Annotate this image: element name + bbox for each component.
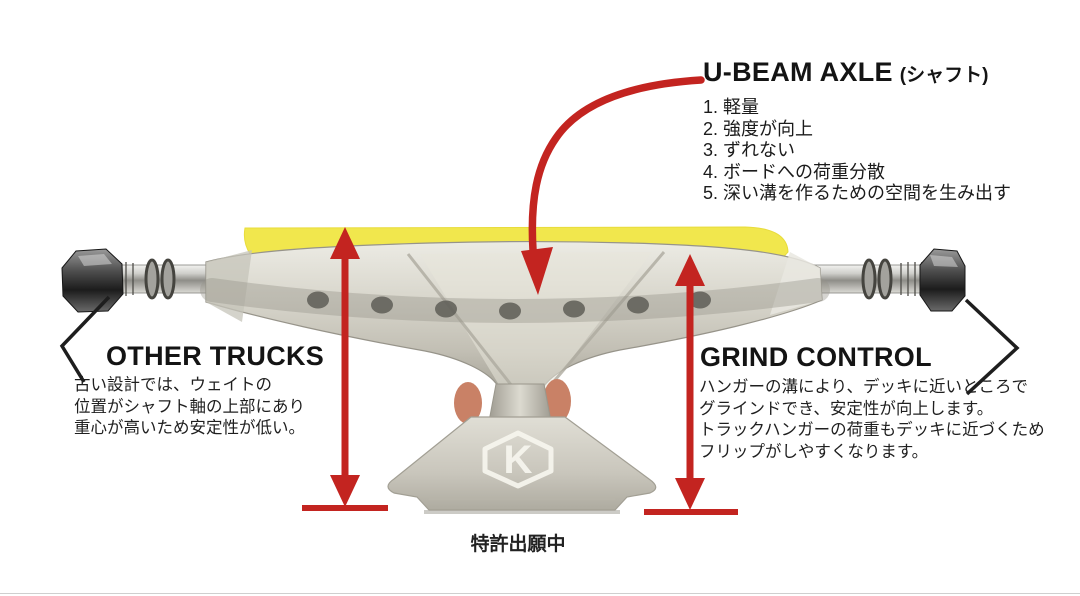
left-chevron-pointer: [59, 295, 111, 383]
axle-nut-left-facet: [78, 254, 112, 266]
ubeam-title: U-BEAM AXLE: [703, 57, 893, 87]
grind-control-line: トラックハンガーの荷重もデッキに近づくため: [699, 421, 1045, 439]
other-trucks-line: 重心が高いため安定性が低い。: [74, 419, 305, 437]
left-measure-head-up: [330, 227, 360, 259]
axle-speed-rings-right: [861, 258, 893, 300]
hanger-ridge-left: [406, 253, 514, 387]
grind-control-title: GRIND CONTROL: [700, 342, 932, 372]
hanger: [200, 240, 830, 399]
bushing-left: [454, 382, 482, 424]
right-measure-head-up: [675, 254, 705, 286]
patent-pending-label: 特許出願中: [470, 534, 566, 555]
other-trucks-line: 古い設計では、ウェイトの: [74, 376, 272, 394]
hanger-ridge-right: [548, 251, 666, 387]
curved-arrow: [521, 76, 705, 295]
hanger-left-facet: [206, 250, 252, 322]
grind-control-line: フリップがしやすくなります。: [699, 442, 929, 461]
axle-nut-right-facet: [930, 255, 958, 267]
baseplate-shadow: [424, 510, 620, 514]
hanger-right-facet: [770, 252, 822, 315]
right-measure-head-down: [675, 478, 705, 510]
bottom-edge-line: [0, 593, 1080, 594]
ubeam-feature-item: 5. 深い溝を作るための空間を生み出す: [703, 183, 1012, 203]
ubeam-feature-list: 1. 軽量 2. 強度が向上 3. ずれない 4. ボードへの荷重分散 5. 深…: [703, 97, 1011, 205]
left-measure-arrow: [302, 227, 388, 511]
right-chevron-pointer: [964, 298, 1020, 396]
kingpin-and-baseplate: K: [387, 379, 657, 514]
brand-logo-hexagon: [482, 430, 554, 489]
hanger-center-sheen: [420, 252, 652, 390]
grind-control-line: グラインドでき、安定性が向上します。: [699, 399, 994, 418]
ubeam-subtitle: (シャフト): [899, 65, 989, 86]
other-trucks-title: OTHER TRUCKS: [106, 341, 325, 371]
ubeam-feature-item: 4. ボードへの荷重分散: [703, 161, 886, 182]
curved-arrow-head: [521, 247, 553, 295]
hanger-holes: [307, 291, 711, 320]
bushing-right: [543, 379, 571, 423]
other-trucks-body: 古い設計では、ウェイトの 位置がシャフト軸の上部にあり 重心が高いため安定性が低…: [74, 375, 305, 440]
ubeam-feature-item: 1. 軽量: [703, 97, 760, 117]
ubeam-callout: U-BEAM AXLE (シャフト) 1. 軽量 2. 強度が向上 3. ずれな…: [703, 57, 1011, 205]
axle-speed-rings-left: [144, 258, 176, 300]
right-measure-arrow: [644, 254, 738, 515]
grind-control-body: ハンガーの溝により、デッキに近いところで グラインドでき、安定性が向上します。 …: [699, 377, 1045, 463]
ubeam-feature-item: 3. ずれない: [703, 140, 796, 160]
grind-control-line: ハンガーの溝により、デッキに近いところで: [699, 378, 1029, 396]
brand-logo-letter: K: [504, 438, 533, 482]
curved-arrow-shaft: [528, 76, 705, 254]
ubeam-feature-item: 2. 強度が向上: [703, 118, 814, 139]
left-measure-head-down: [330, 475, 360, 507]
other-trucks-line: 位置がシャフト軸の上部にあり: [74, 397, 305, 416]
